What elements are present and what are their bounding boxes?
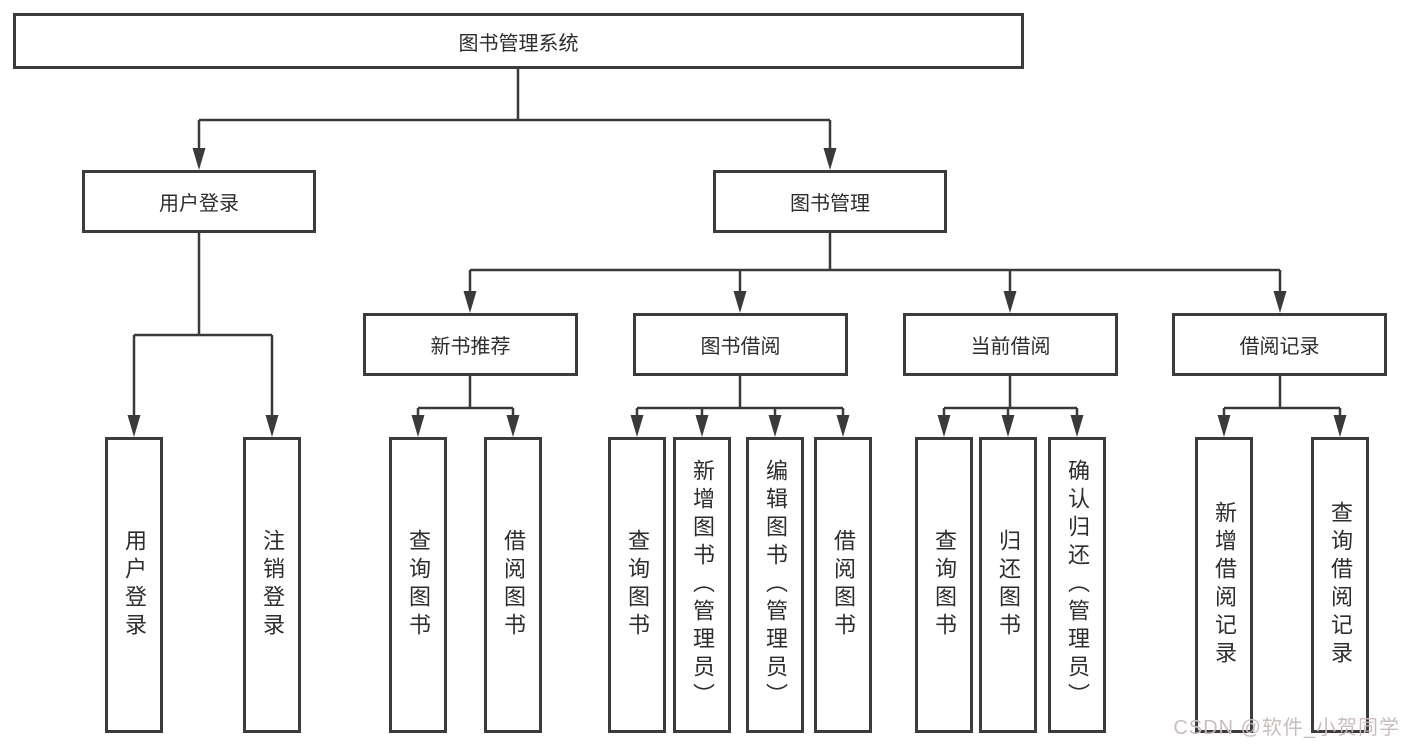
- node-user-login: 用户登录: [82, 170, 316, 233]
- leaf-edit-book-admin: 编辑图书（管理员）: [746, 437, 804, 733]
- leaf-add-book-admin: 新增图书（管理员）: [673, 437, 731, 733]
- connector-borrow-records-branch: [1217, 376, 1347, 437]
- node-book-borrow: 图书借阅: [633, 313, 848, 376]
- leaf-confirm-return-admin: 确认归还（管理员）: [1048, 437, 1106, 733]
- leaf-user-login: 用户登录: [105, 437, 163, 733]
- watermark: CSDN @软件_小贺同学: [1173, 717, 1400, 739]
- leaf-return-book: 归还图书: [979, 437, 1037, 733]
- connector-root-branch: [192, 69, 837, 170]
- leaf-query-books-current: 查询图书: [915, 437, 973, 733]
- leaf-borrow-books: 借阅图书: [814, 437, 872, 733]
- leaf-query-books-recommend: 查询图书: [389, 437, 447, 733]
- node-current-borrow: 当前借阅: [903, 313, 1118, 376]
- node-root: 图书管理系统: [13, 13, 1024, 69]
- connector-current-borrow-branch: [937, 376, 1084, 437]
- node-new-book-recommend: 新书推荐: [363, 313, 578, 376]
- connector-new-book-branch: [411, 376, 520, 437]
- connector-book-borrow-branch: [630, 376, 850, 437]
- leaf-query-books-borrow: 查询图书: [608, 437, 666, 733]
- leaf-logout: 注销登录: [243, 437, 301, 733]
- leaf-add-borrow-record: 新增借阅记录: [1195, 437, 1253, 733]
- connector-book-management-branch: [463, 233, 1287, 313]
- connector-user-login-branch: [127, 233, 279, 437]
- leaf-borrow-books-recommend: 借阅图书: [484, 437, 542, 733]
- leaf-query-borrow-record: 查询借阅记录: [1311, 437, 1369, 733]
- node-borrow-records: 借阅记录: [1172, 313, 1387, 376]
- node-book-management: 图书管理: [713, 170, 947, 233]
